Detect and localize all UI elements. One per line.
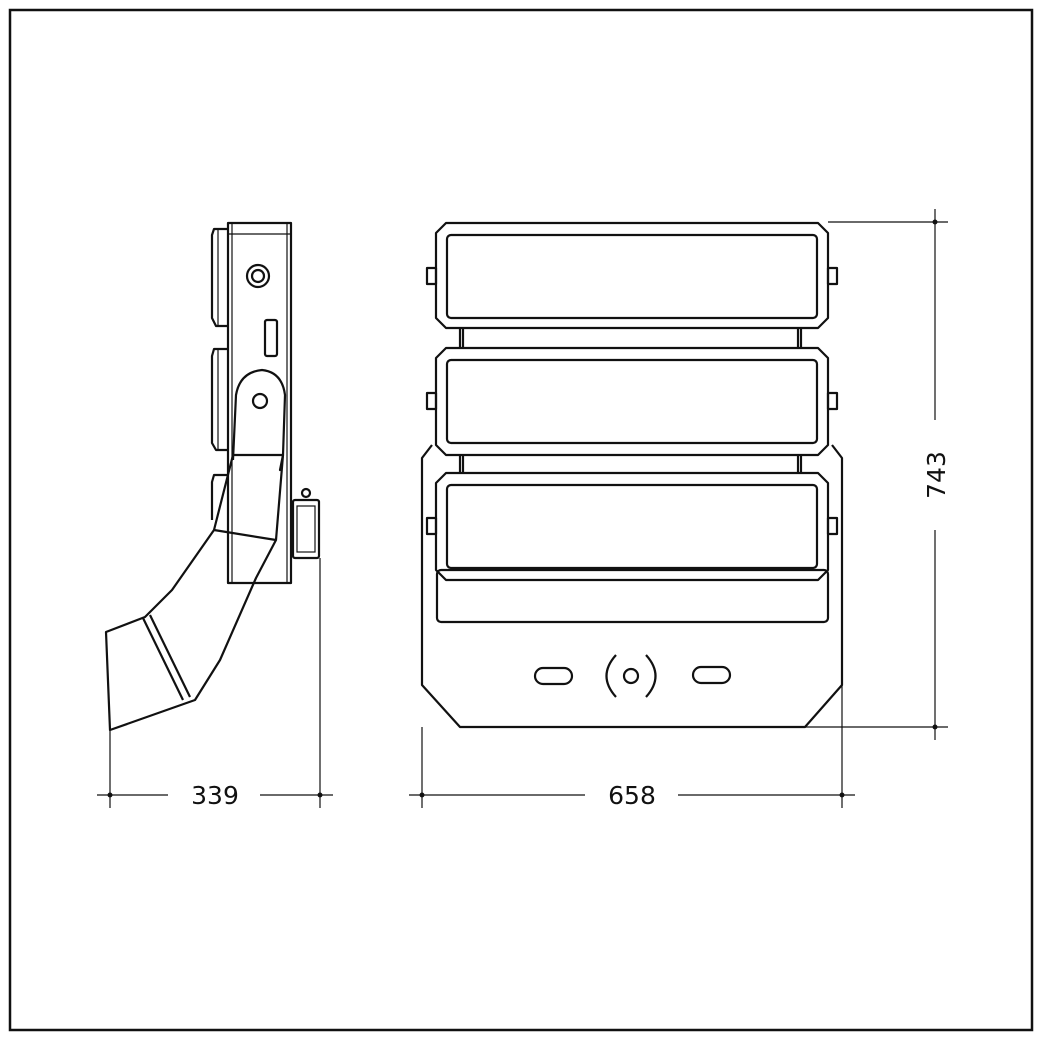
lower-housing: [435, 568, 830, 624]
depth-label: 339: [191, 781, 239, 810]
side-tab-2: [210, 347, 228, 452]
side-housing: [226, 221, 293, 585]
led-module-1: [425, 221, 839, 330]
side-gland-icon: [245, 263, 271, 289]
side-slot: [263, 318, 279, 358]
led-module-3: [425, 471, 839, 582]
led-module-2: [425, 346, 839, 457]
front-view: [420, 221, 844, 729]
side-tab-3: [210, 473, 228, 520]
mount-bracket: [231, 368, 287, 472]
side-view: [104, 221, 321, 732]
height-label: 743: [922, 451, 951, 499]
width-label: 658: [608, 781, 656, 810]
drawing-frame: [8, 8, 1034, 1032]
side-tab-1: [210, 227, 228, 328]
dimension-height: 743: [805, 209, 951, 740]
pivot-hole: [251, 392, 269, 410]
side-connector: [291, 498, 321, 560]
mounting-slot-left: [533, 666, 574, 686]
back-plate: [420, 444, 844, 729]
mounting-slot-right: [691, 665, 732, 685]
dimension-width: 658: [409, 685, 855, 810]
mounting-arm: [104, 453, 285, 732]
sensor-icon: [605, 654, 657, 698]
dimension-depth: 339: [97, 558, 333, 810]
